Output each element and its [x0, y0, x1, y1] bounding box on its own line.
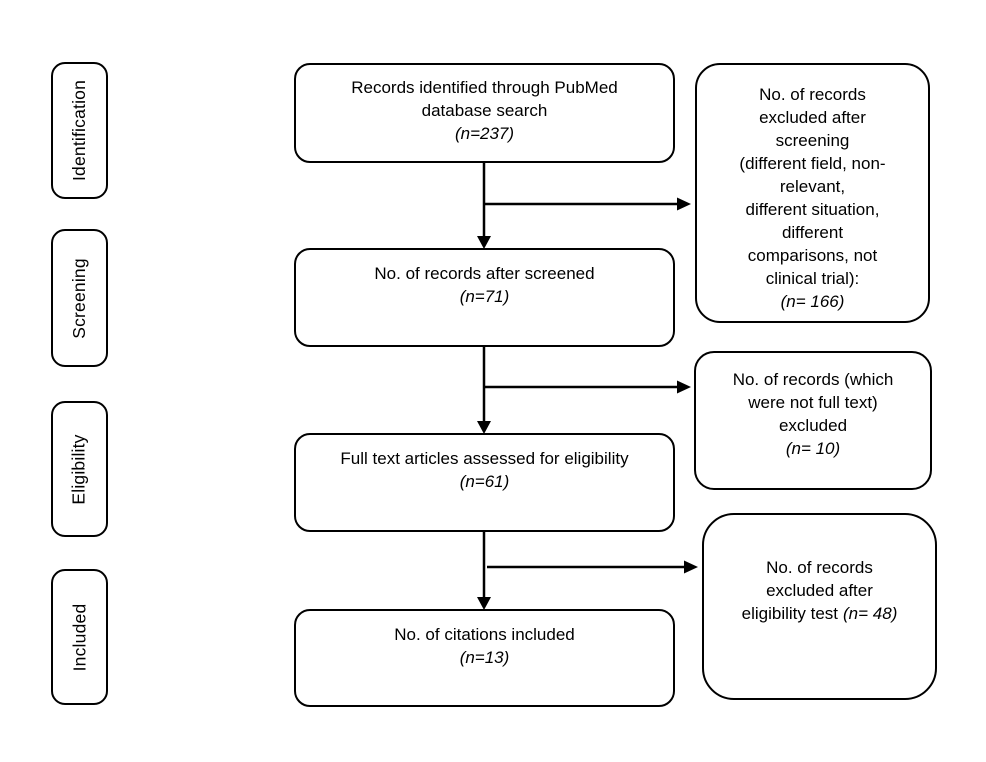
stage-screening-label: Screening: [69, 257, 90, 339]
stage-identification: Identification: [51, 62, 108, 199]
arrowhead-right-3: [684, 560, 698, 574]
exclusion-box-not-fulltext: No. of records (which were not full text…: [694, 351, 932, 490]
arrowhead-down-2: [477, 421, 491, 434]
exclusion-box-screening-text: No. of records excluded after screening …: [739, 85, 886, 288]
flow-box-records-identified-count: (n=237): [454, 124, 515, 143]
flow-box-citations-included-count: (n=13): [459, 648, 510, 667]
flow-box-records-screened: No. of records after screened (n=71): [294, 248, 675, 347]
flow-box-fulltext-assessed: Full text articles assessed for eligibil…: [294, 433, 675, 532]
exclusion-box-screening-count: (n= 166): [780, 292, 845, 311]
exclusion-box-eligibility-test: No. of records excluded after eligibilit…: [702, 513, 937, 700]
exclusion-box-not-fulltext-count: (n= 10): [785, 439, 841, 458]
stage-included-label: Included: [69, 603, 90, 671]
flow-box-fulltext-assessed-count: (n=61): [459, 472, 510, 491]
flow-box-records-identified: Records identified through PubMed databa…: [294, 63, 675, 163]
exclusion-box-screening: No. of records excluded after screening …: [695, 63, 930, 323]
exclusion-box-eligibility-test-text: No. of records excluded after eligibilit…: [741, 558, 873, 623]
flow-box-records-screened-count: (n=71): [459, 287, 510, 306]
flow-box-fulltext-assessed-text: Full text articles assessed for eligibil…: [340, 449, 629, 468]
arrowhead-down-3: [477, 597, 491, 610]
arrowhead-right-2: [677, 380, 691, 394]
arrowhead-down-1: [477, 236, 491, 249]
flow-box-citations-included: No. of citations included (n=13): [294, 609, 675, 707]
stage-screening: Screening: [51, 229, 108, 367]
flow-box-records-identified-text: Records identified through PubMed databa…: [351, 78, 618, 120]
flow-box-citations-included-text: No. of citations included: [394, 625, 575, 644]
stage-eligibility: Eligibility: [51, 401, 108, 537]
flow-box-records-screened-text: No. of records after screened: [374, 264, 595, 283]
stage-included: Included: [51, 569, 108, 705]
arrowhead-right-1: [677, 197, 691, 211]
exclusion-box-eligibility-test-count: (n= 48): [843, 604, 898, 623]
exclusion-box-not-fulltext-text: No. of records (which were not full text…: [732, 370, 894, 435]
stage-identification-label: Identification: [69, 79, 89, 182]
stage-eligibility-label: Eligibility: [69, 433, 89, 505]
